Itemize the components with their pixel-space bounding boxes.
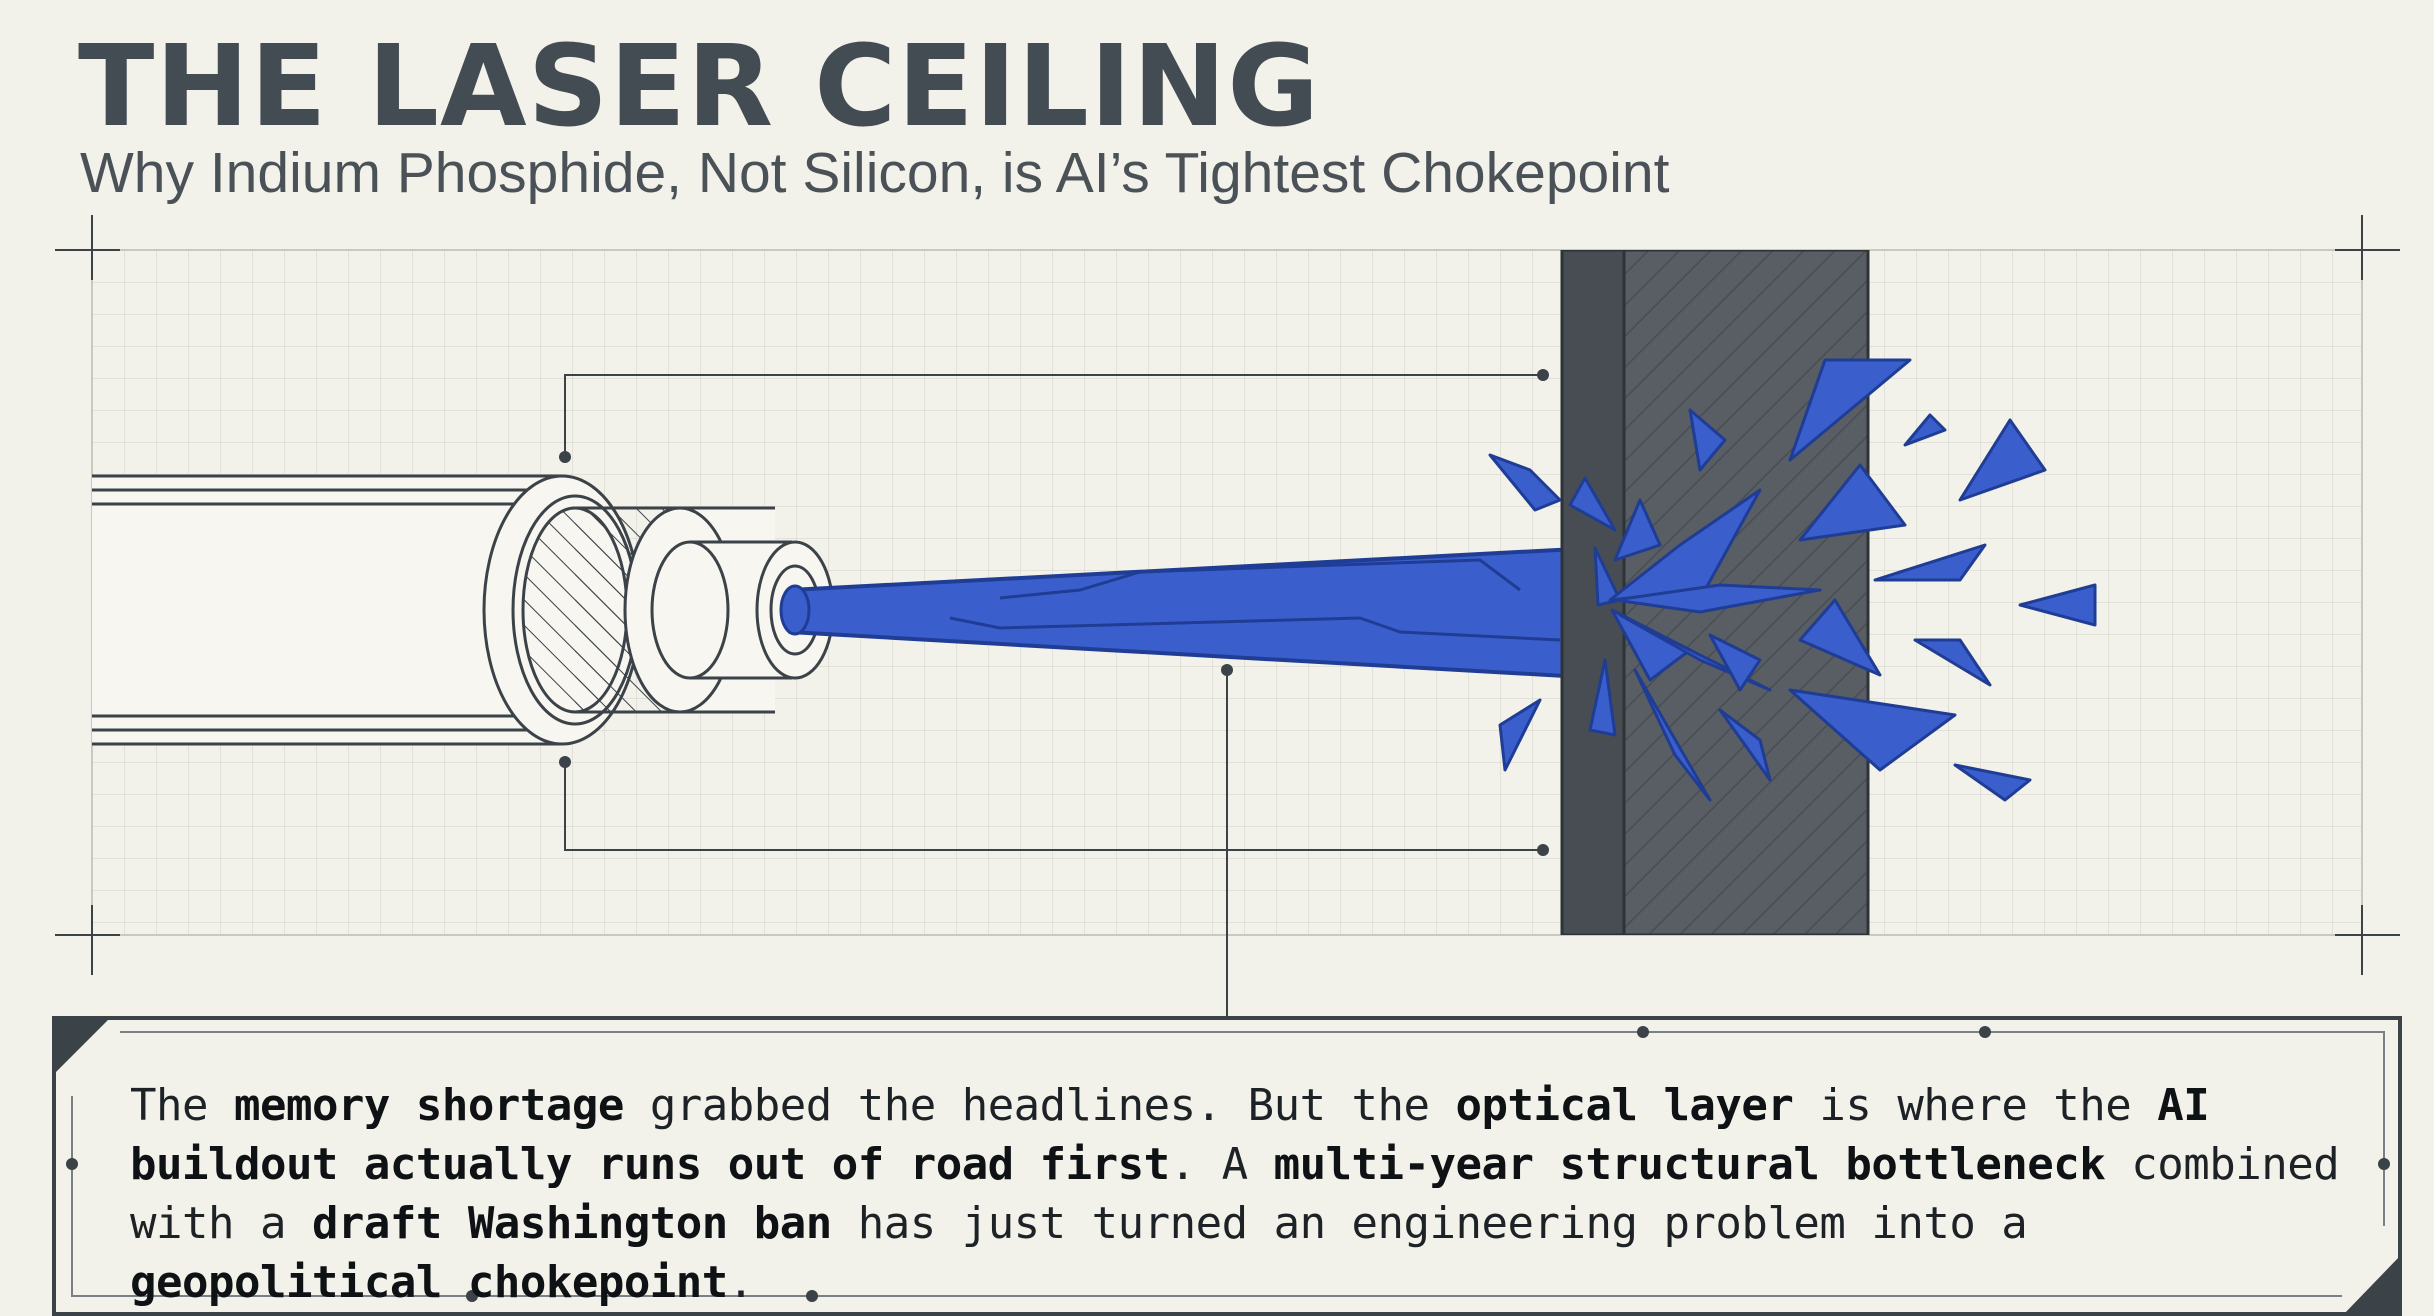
caption-emphasis: memory shortage (233, 1080, 624, 1131)
caption-segment: is where the (1793, 1080, 2158, 1131)
shattered-fragments (1488, 358, 2097, 802)
caption-segment: . A (1169, 1139, 1274, 1190)
page-title: THE LASER CEILING (78, 22, 1321, 152)
caption-emphasis: geopolitical chokepoint (130, 1257, 728, 1308)
caption-emphasis: optical layer (1455, 1080, 1794, 1131)
caption-segment: grabbed the headlines. But the (623, 1080, 1456, 1131)
caption-emphasis: multi-year structural bottleneck (1273, 1139, 2106, 1190)
caption-segment: . (727, 1257, 755, 1308)
caption-emphasis: AI buildout actually runs out of road fi… (130, 1080, 2210, 1190)
caption-segment: has just turned an engineering problem i… (831, 1198, 2028, 1249)
optical-fiber-cable (92, 474, 835, 746)
caption-text: The memory shortage grabbed the headline… (130, 1076, 2340, 1312)
caption-emphasis: draft Washington ban (311, 1198, 832, 1249)
caption-frame (52, 1016, 2402, 1316)
caption-segment: combined with a (130, 1139, 2340, 1249)
laser-illustration (55, 215, 2400, 1016)
caption-box: The memory shortage grabbed the headline… (52, 1016, 2402, 1316)
laser-beam (779, 546, 1602, 680)
caption-segment: The (130, 1080, 234, 1131)
page-subtitle: Why Indium Phosphide, Not Silicon, is AI… (80, 141, 1670, 205)
callout-lines (564, 374, 1543, 1016)
